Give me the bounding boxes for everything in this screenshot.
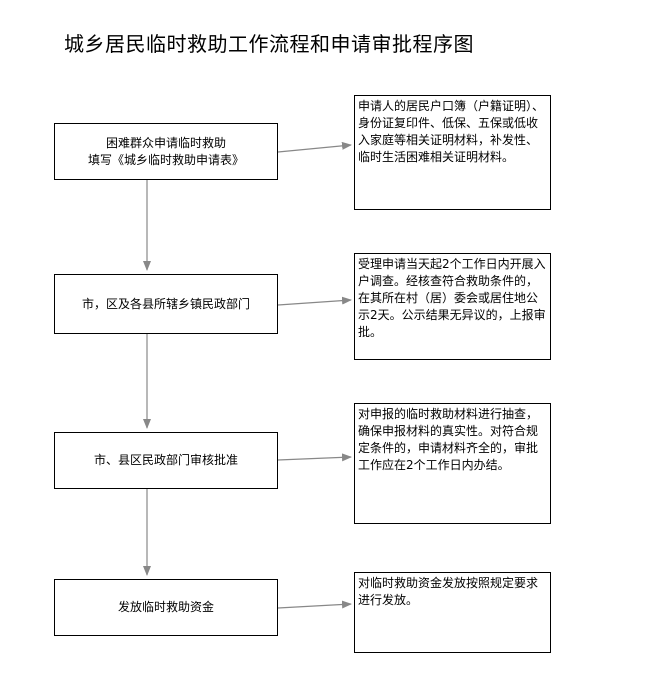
page-title: 城乡居民临时救助工作流程和申请审批程序图 (64, 32, 474, 56)
note-arrow-2 (277, 296, 352, 306)
note-disbursement-text: 对临时救助资金发放按照规定要求进行发放。 (358, 576, 539, 607)
note-required-documents-text: 申请人的居民户口簿（户籍证明）、身份证复印件、低保、五保或低收入家庭等相关证明材… (358, 99, 545, 164)
step-box-apply: 困难群众申请临时救助 填写《城乡临时救助申请表》 (54, 123, 278, 180)
step-apply-line1: 困难群众申请临时救助 (105, 135, 226, 150)
note-box-disbursement: 对临时救助资金发放按照规定要求进行发放。 (354, 572, 551, 653)
step-box-township-office: 市，区及各县所辖乡镇民政部门 (54, 274, 278, 334)
note-arrow-4 (277, 600, 352, 609)
note-box-investigation: 受理申请当天起2个工作日内开展入户调查。经核查符合救助条件的，在其所在村（居）委… (354, 253, 551, 360)
step-apply-line2: 填写《城乡临时救助申请表》 (87, 152, 244, 167)
note-box-review: 对申报的临时救助材料进行抽查，确保申报材料的真实性。对符合规定条件的，申请材料齐… (354, 403, 551, 524)
step-box-county-approval: 市、县区民政部门审核批准 (54, 432, 278, 489)
note-investigation-text: 受理申请当天起2个工作日内开展入户调查。经核查符合救助条件的，在其所在村（居）委… (358, 257, 546, 339)
step-county-approval-label: 市、县区民政部门审核批准 (93, 453, 238, 467)
step-box-disburse-funds: 发放临时救助资金 (54, 579, 278, 636)
note-box-required-documents: 申请人的居民户口簿（户籍证明）、身份证复印件、低保、五保或低收入家庭等相关证明材… (354, 95, 551, 210)
note-arrow-3 (277, 453, 352, 462)
note-review-text: 对申报的临时救助材料进行抽查，确保申报材料的真实性。对符合规定条件的，申请材料齐… (358, 407, 539, 472)
note-arrow-1 (277, 141, 352, 153)
step-township-office-label: 市，区及各县所辖乡镇民政部门 (81, 296, 250, 311)
step-disburse-funds-label: 发放临时救助资金 (117, 600, 214, 614)
